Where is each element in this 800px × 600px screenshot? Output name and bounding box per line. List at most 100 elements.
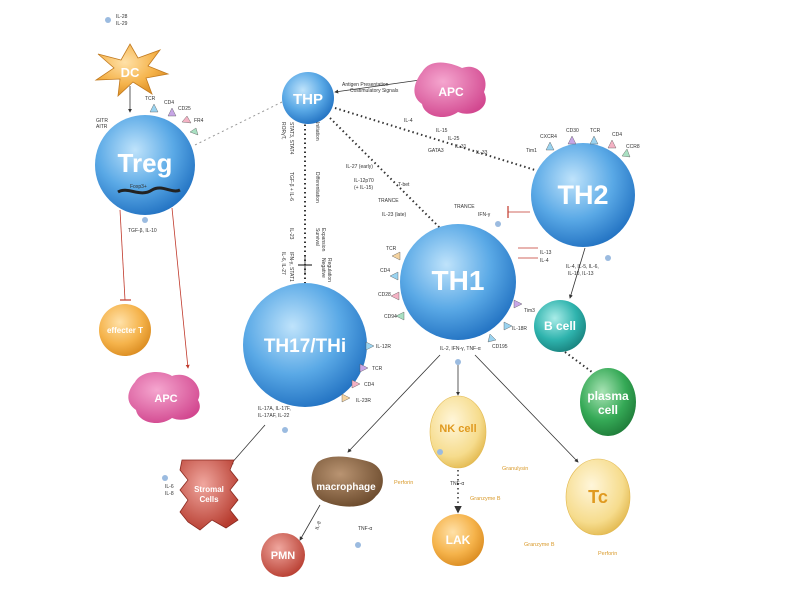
label-rorgt: RORγT, (280, 122, 286, 140)
th1-label: TH1 (432, 265, 485, 296)
thp-th1-dotted (329, 117, 441, 229)
plasma-label-line2: cell (598, 403, 618, 417)
th2-cell: TH2 (531, 143, 635, 247)
label-il8-stromal: IL-8 (165, 491, 174, 497)
label-cd195: CD195 (492, 344, 508, 350)
tc-cell: Tc (565, 458, 631, 536)
label-il8-pmn: IL-8 (314, 520, 323, 530)
label-treg-tcr: TCR (145, 96, 156, 102)
thp-cell: THP (282, 72, 334, 124)
lak-cell: LAK (432, 514, 484, 566)
th1-cd4-receptor-icon (389, 271, 399, 281)
label-expansion: Expansion (320, 228, 326, 252)
effecter-t-cell: effecter T (99, 304, 151, 356)
stromal-label-line1: Stromal (194, 485, 224, 494)
label-treg-fr4: FR4 (194, 118, 204, 124)
label-il4-mid: IL-4 (540, 258, 549, 264)
label-il12r: IL-12R (376, 344, 391, 350)
cytokine-cluster-icon (495, 221, 501, 227)
th17-il12r-receptor-icon (365, 341, 375, 351)
th17-cell: TH17/THi (243, 283, 367, 407)
dc-label: DC (121, 65, 140, 80)
th17-cd4-receptor-icon (351, 379, 361, 389)
label-granzyme-b-tc: Granzyme B (524, 542, 555, 548)
label-tim1: Tim1 (526, 148, 537, 154)
nk-label: NK cell (439, 423, 476, 435)
label-negative: Negative (320, 258, 326, 278)
label-antigen-presentation: Antigen Presentation (342, 82, 389, 88)
cytokine-cluster-icon (105, 17, 111, 23)
stromal-label-line2: Cells (199, 495, 219, 504)
label-il33: IL-33 (476, 150, 488, 156)
plasma-label-line1: plasma (587, 389, 629, 403)
label-il29: IL-29 (116, 21, 128, 27)
label-th2-cd4: CD4 (612, 132, 622, 138)
label-il31: IL-31 (455, 144, 467, 150)
macrophage-cell: macrophage (311, 456, 383, 507)
nk-cell: NK cell (429, 395, 487, 469)
thp-label: THP (293, 91, 323, 108)
label-treg-cd4: CD4 (164, 100, 174, 106)
label-il25: IL-25 (448, 136, 460, 142)
label-th2-secreted-1: IL-4, IL-5, IL-6, (566, 264, 599, 270)
th1-cd94-receptor-icon (395, 311, 405, 321)
label-cd30: CD30 (566, 128, 579, 134)
th2-label: TH2 (557, 180, 608, 210)
th2-to-bcell-arrow (569, 247, 586, 299)
label-treg-cd25: CD25 (178, 106, 191, 112)
cytokine-cluster-icon (142, 217, 148, 223)
foxp3-dna-icon (117, 186, 181, 195)
cytokine-cluster-icon (437, 449, 443, 455)
label-treg-secreted: TGF-β, IL-10 (128, 228, 157, 234)
label-trance-th1: TRANCE (454, 204, 475, 210)
label-differentiation: Differentiation (314, 172, 320, 203)
label-stat3: STAT3, STAT4 (288, 122, 294, 155)
label-il23r: IL-23R (356, 398, 371, 404)
label-gata3: GATA3 (428, 148, 444, 154)
th17-tcr-receptor-icon (359, 363, 369, 373)
label-th1-tcr: TCR (386, 246, 397, 252)
receptors (149, 103, 631, 403)
th1-cd28-receptor-icon (390, 291, 400, 301)
thp-treg-dotted (194, 101, 283, 146)
label-il28: IL-28 (116, 14, 128, 20)
labels: IL-28 IL-29 GITR AITR TCR CD4 CD25 FR4 F… (96, 14, 640, 557)
b-cell: B cell (534, 300, 586, 352)
macrophage-label: macrophage (316, 482, 376, 493)
treg-cd4-receptor-icon (167, 107, 177, 117)
label-ifng-stat1: IFN-γ, STAT1 (288, 252, 294, 282)
treg-fr4-receptor-icon (189, 127, 199, 136)
label-trance-top: TRANCE (378, 198, 399, 204)
stromal-cells: Stromal Cells (179, 459, 239, 531)
pmn-cell: PMN (261, 533, 305, 577)
label-il15: IL-15 (436, 128, 448, 134)
th17-to-stromal-arrow (229, 424, 266, 466)
apc-top-label: APC (438, 85, 464, 99)
label-th17-tcr: TCR (372, 366, 383, 372)
cytokine-cluster-icon (455, 359, 461, 365)
label-ifn-gamma: IFN-γ (478, 212, 491, 218)
treg-tcr-receptor-icon (149, 103, 159, 113)
label-aitr: AITR (96, 124, 108, 130)
label-il13: IL-13 (540, 250, 552, 256)
treg-effecter-red-line (119, 209, 126, 301)
label-tgfb-il6: TGF-β + IL-6 (288, 172, 294, 201)
treg-cd25-receptor-icon (181, 115, 192, 124)
label-gitr: GITR (96, 118, 108, 124)
label-th2-secreted-2: IL-10, IL-13 (568, 271, 594, 277)
lak-label: LAK (446, 533, 471, 547)
effecter-t-label: effecter T (107, 326, 143, 335)
cytokine-cluster-icon (605, 255, 611, 261)
label-th17-secreted-1: IL-17A, IL-17F, (258, 406, 291, 412)
label-tim3: Tim3 (524, 308, 535, 314)
thp-th2-dotted (334, 107, 536, 171)
th1-il18r-receptor-icon (503, 321, 513, 331)
th1-to-macrophage-arrow (347, 354, 441, 453)
label-th1-cd4: CD4 (380, 268, 390, 274)
label-granzyme-b-nk: Granzyme B (470, 496, 501, 502)
label-granulysin: Granulysin (502, 466, 528, 472)
label-th17-cd4: CD4 (364, 382, 374, 388)
th17-label: TH17/THi (264, 336, 346, 357)
connectors (119, 79, 601, 541)
